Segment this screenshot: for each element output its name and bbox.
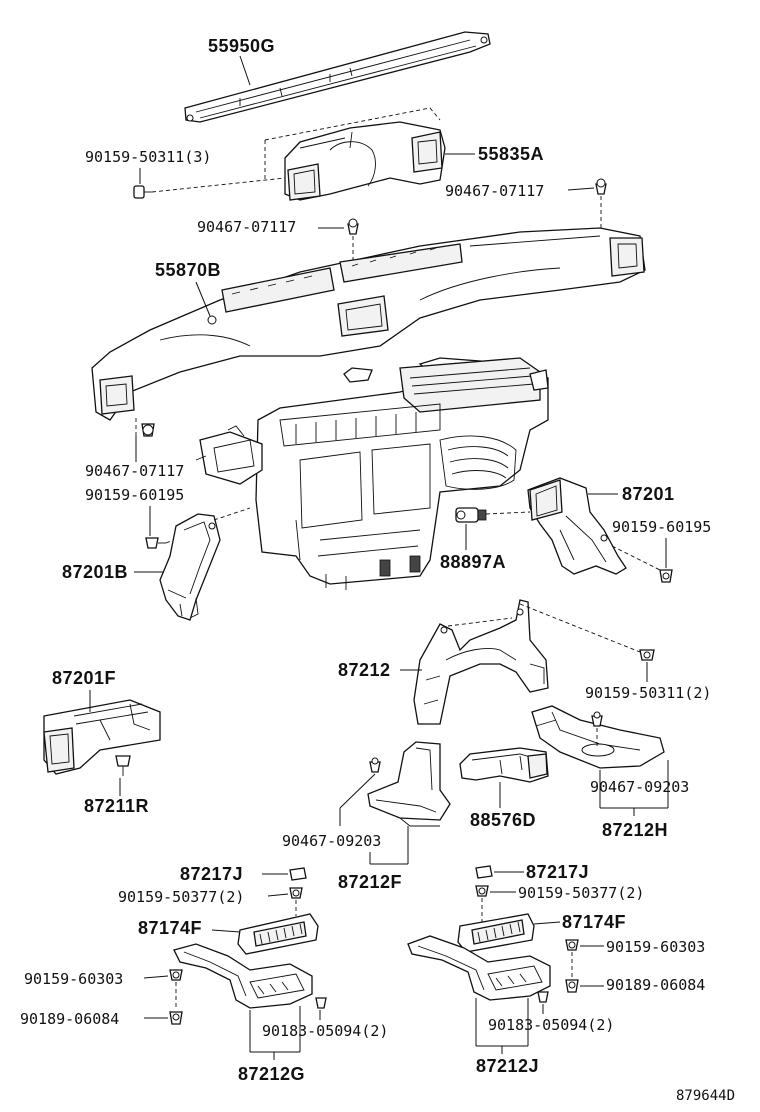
label-87174F-left[interactable]: 87174F [138,918,202,938]
dashed-assembly-line [447,617,513,627]
label-90189-06084-right[interactable]: 90189-06084 [606,976,705,994]
label-87217J-left[interactable]: 87217J [180,864,243,884]
part-87174F-right-drawing[interactable] [457,913,535,953]
clip-icon[interactable] [315,997,327,1009]
label-90159-50377-left[interactable]: 90159-50377(2) [118,888,244,906]
bolt-icon[interactable] [475,885,489,897]
dashed-assembly-line [485,511,531,515]
label-90159-60195-left[interactable]: 90159-60195 [85,486,184,504]
label-55835A[interactable]: 55835A [478,144,544,164]
part-55870B-drawing[interactable] [91,227,646,421]
leader-90467-09203-left [339,773,376,809]
part-87217J-left-drawing[interactable] [289,867,307,881]
label-87212[interactable]: 87212 [338,660,391,680]
leader-90159-50377-left [267,893,289,897]
blower-unit-part[interactable] [195,357,549,590]
part-87212G-drawing[interactable] [173,943,313,1009]
label-90159-60303-right[interactable]: 90159-60303 [606,938,705,956]
bolt-icon[interactable] [133,185,152,199]
label-88897A[interactable]: 88897A [440,552,506,572]
label-90467-07117-right[interactable]: 90467-07117 [445,182,544,200]
label-87201[interactable]: 87201 [622,484,675,504]
bolt-icon[interactable] [289,887,303,899]
leader-87174F-right [533,921,561,925]
label-90467-07117-left[interactable]: 90467-07117 [85,462,184,480]
label-90183-05094-right[interactable]: 90183-05094(2) [488,1016,614,1034]
part-87212H-drawing[interactable] [531,705,665,769]
bolt-icon[interactable] [639,649,655,661]
leader-90159-60303-left [143,975,169,979]
label-87212H[interactable]: 87212H [602,820,668,840]
clip-icon[interactable] [565,979,579,993]
part-87212-drawing[interactable] [413,599,549,725]
leader-87174F-left [211,929,241,933]
label-90183-05094-left[interactable]: 90183-05094(2) [262,1022,388,1040]
clip-icon[interactable] [169,1011,183,1025]
dashed-assembly-line [213,507,251,521]
part-88576D-drawing[interactable] [459,747,549,783]
part-87201-drawing[interactable] [527,477,627,575]
label-87174F-right[interactable]: 87174F [562,912,626,932]
label-87217J-right[interactable]: 87217J [526,862,589,882]
leader-55870B [195,281,211,317]
label-87201B[interactable]: 87201B [62,562,128,582]
part-87174F-left-drawing[interactable] [237,913,319,955]
part-87212F-drawing[interactable] [367,741,451,827]
leader-90467-07117-right [567,187,595,191]
label-87212F[interactable]: 87212F [338,872,402,892]
bolt-icon[interactable] [565,939,579,951]
label-55950G[interactable]: 55950G [208,36,275,56]
part-87201B-drawing[interactable] [159,513,221,621]
figure-code: 879644D [676,1088,735,1104]
leader-55950G [239,55,251,86]
label-88576D[interactable]: 88576D [470,810,536,830]
clip-icon[interactable] [591,711,603,727]
part-87217J-right-drawing[interactable] [475,865,493,879]
label-87212J[interactable]: 87212J [476,1056,539,1076]
label-90159-60303-left[interactable]: 90159-60303 [24,970,123,988]
dashed-assembly-line [264,107,441,141]
label-90467-07117-center[interactable]: 90467-07117 [197,218,296,236]
part-87212J-drawing[interactable] [407,935,551,1001]
clip-icon[interactable] [537,991,549,1003]
label-87212G[interactable]: 87212G [238,1064,305,1084]
label-90159-50377-right[interactable]: 90159-50377(2) [518,884,644,902]
label-90189-06084-left[interactable]: 90189-06084 [20,1010,119,1028]
clip-icon[interactable] [595,178,607,195]
screw-icon[interactable] [115,755,131,776]
label-90467-09203-right[interactable]: 90467-09203 [590,778,689,796]
label-87211R[interactable]: 87211R [84,796,149,816]
dashed-assembly-line [151,177,286,193]
screw-icon[interactable] [145,537,166,549]
label-90159-50311-3[interactable]: 90159-50311(3) [85,148,211,166]
label-90159-60195-right[interactable]: 90159-60195 [612,518,711,536]
label-90159-50311-2[interactable]: 90159-50311(2) [585,684,711,702]
label-87201F[interactable]: 87201F [52,668,116,688]
label-55870B[interactable]: 55870B [155,260,221,280]
label-90467-09203-left[interactable]: 90467-09203 [282,832,381,850]
dashed-assembly-line [519,603,641,653]
part-55835A-drawing[interactable] [284,121,446,201]
part-87201F-drawing[interactable] [43,699,161,775]
dashed-assembly-line [611,545,661,571]
clip-icon[interactable] [347,218,359,235]
part-88897A-drawing[interactable] [455,507,487,523]
bolt-icon[interactable] [169,969,183,981]
part-55950G-drawing[interactable] [184,31,491,123]
screw-icon[interactable] [659,569,673,583]
clip-icon[interactable] [141,423,155,437]
clip-icon[interactable] [369,757,381,773]
